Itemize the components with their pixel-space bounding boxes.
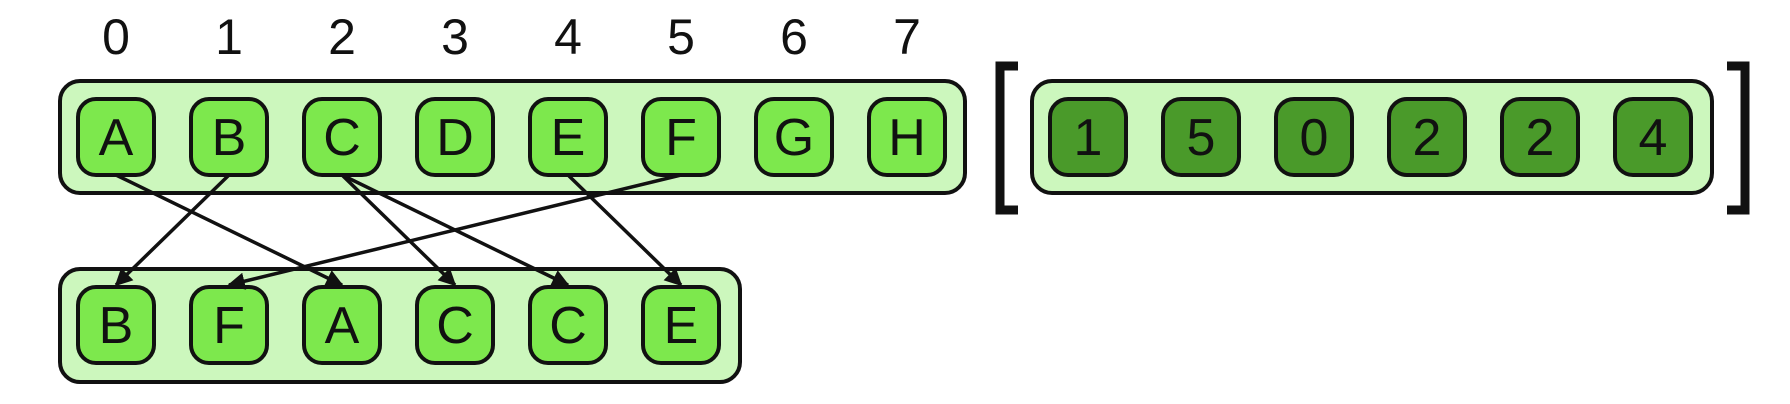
index-cell-label: 4 [1639, 109, 1668, 167]
gathered-array-container [58, 267, 742, 384]
source-index-labels: 0 1 2 3 4 5 6 7 [102, 9, 921, 65]
source-cell: B [189, 97, 269, 177]
index-array-container [1030, 79, 1714, 195]
gathered-cell: F [189, 285, 269, 365]
source-cell: E [528, 97, 608, 177]
gathered-cell-label: C [436, 297, 474, 355]
index-cell: 2 [1387, 97, 1467, 177]
right-bracket [1727, 61, 1750, 215]
index-cell: 4 [1613, 97, 1693, 177]
index-cell: 5 [1161, 97, 1241, 177]
source-cell: C [302, 97, 382, 177]
index-array-cells: 1 5 0 2 2 4 [1048, 97, 1693, 177]
gathered-cell-label: F [213, 297, 245, 355]
source-cell-label: A [99, 109, 134, 167]
index-cell-box [1274, 97, 1354, 177]
gathered-cell-box [641, 285, 721, 365]
index-cell-label: 0 [1300, 109, 1329, 167]
gathered-cell: B [76, 285, 156, 365]
source-cell-label: E [551, 109, 586, 167]
source-cell: G [754, 97, 834, 177]
gathered-cell-box [415, 285, 495, 365]
index-cell-box [1387, 97, 1467, 177]
gather-arrow [114, 173, 231, 287]
gathered-cell-label: E [664, 297, 699, 355]
source-cell-label: F [665, 109, 697, 167]
gathered-cell-label: C [549, 297, 587, 355]
index-label: 0 [102, 9, 130, 65]
gathered-cell-label: B [99, 297, 134, 355]
index-label: 3 [441, 9, 469, 65]
index-label: 7 [893, 9, 921, 65]
index-label: 2 [328, 9, 356, 65]
source-cell-label: C [323, 109, 361, 167]
index-cell-box [1048, 97, 1128, 177]
source-cell-box [415, 97, 495, 177]
gather-arrows [114, 173, 683, 290]
gather-arrow [340, 173, 457, 287]
source-cell: D [415, 97, 495, 177]
source-cell-label: B [212, 109, 247, 167]
gather-arrow [566, 173, 683, 287]
source-cell: H [867, 97, 947, 177]
source-cell-label: D [436, 109, 474, 167]
index-label: 5 [667, 9, 695, 65]
source-cell-box [867, 97, 947, 177]
gather-arrow [227, 173, 682, 290]
left-bracket [995, 61, 1018, 215]
index-cell: 2 [1500, 97, 1580, 177]
source-cell-label: G [774, 109, 814, 167]
index-cell-label: 5 [1187, 109, 1216, 167]
gathered-cell: E [641, 285, 721, 365]
index-label: 6 [780, 9, 808, 65]
source-array-cells: A B C D E F G H [76, 97, 947, 177]
gathered-cell: C [415, 285, 495, 365]
gathered-cell: C [528, 285, 608, 365]
source-cell: F [641, 97, 721, 177]
source-cell-label: H [888, 109, 926, 167]
gathered-cell-box [528, 285, 608, 365]
gathered-cell-box [76, 285, 156, 365]
source-cell: A [76, 97, 156, 177]
gathered-cell-label: A [325, 297, 360, 355]
source-array-container [58, 79, 967, 195]
index-label: 1 [215, 9, 243, 65]
index-cell-label: 2 [1526, 109, 1555, 167]
index-label: 4 [554, 9, 582, 65]
index-cell-box [1613, 97, 1693, 177]
index-cell-label: 2 [1413, 109, 1442, 167]
source-cell-box [754, 97, 834, 177]
index-cell-box [1500, 97, 1580, 177]
gathered-cell: A [302, 285, 382, 365]
gathered-cell-box [302, 285, 382, 365]
index-cell: 0 [1274, 97, 1354, 177]
index-cell-box [1161, 97, 1241, 177]
index-cell: 1 [1048, 97, 1128, 177]
index-cell-label: 1 [1074, 109, 1103, 167]
